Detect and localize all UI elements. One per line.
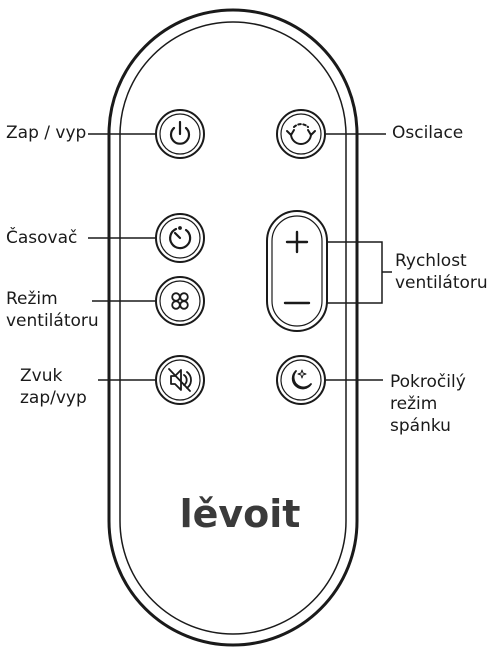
label-sleep-line1: Pokročilý — [390, 372, 466, 392]
speed-down-button[interactable] — [272, 271, 322, 326]
fan-mode-icon — [171, 292, 189, 310]
label-fan-speed-line2: ventilátoru — [395, 273, 488, 293]
label-fan-mode-line2: ventilátoru — [6, 311, 99, 331]
label-power: Zap / vyp — [6, 123, 87, 143]
label-fan-speed-line1: Rychlost — [395, 251, 467, 271]
remote-outer-outline — [107, 8, 359, 647]
label-fan-speed: Rychlost ventilátoru — [395, 250, 488, 294]
label-timer: Časovač — [6, 228, 78, 248]
oscillation-button[interactable] — [276, 109, 326, 159]
leader-lines — [88, 133, 392, 381]
sleep-moon-icon — [291, 369, 312, 390]
plus-icon — [285, 230, 309, 254]
label-oscillation: Oscilace — [392, 123, 464, 143]
remote-inner-outline — [119, 21, 347, 635]
oscillation-icon — [286, 123, 316, 145]
label-sleep: Pokročilý režim spánku — [390, 371, 466, 437]
power-button[interactable] — [155, 109, 205, 159]
label-fan-mode-line1: Režim — [6, 289, 58, 309]
power-icon — [169, 120, 191, 145]
label-sound: Zvuk zap/vyp — [20, 365, 87, 409]
speed-rocker — [266, 210, 328, 332]
label-sound-line2: zap/vyp — [20, 388, 87, 408]
label-sleep-line2: režim — [390, 394, 438, 414]
brand-logo: lěvoit — [180, 492, 301, 536]
label-fan-mode: Režim ventilátoru — [6, 288, 99, 332]
label-sound-line1: Zvuk — [20, 366, 63, 386]
timer-button[interactable] — [155, 213, 205, 263]
speed-up-button[interactable] — [272, 216, 322, 271]
label-sleep-line3: spánku — [390, 416, 451, 436]
sound-button[interactable] — [155, 355, 205, 405]
mute-icon — [168, 368, 192, 392]
fan-mode-button[interactable] — [155, 276, 205, 326]
sleep-button[interactable] — [276, 355, 326, 405]
timer-icon — [169, 226, 192, 250]
